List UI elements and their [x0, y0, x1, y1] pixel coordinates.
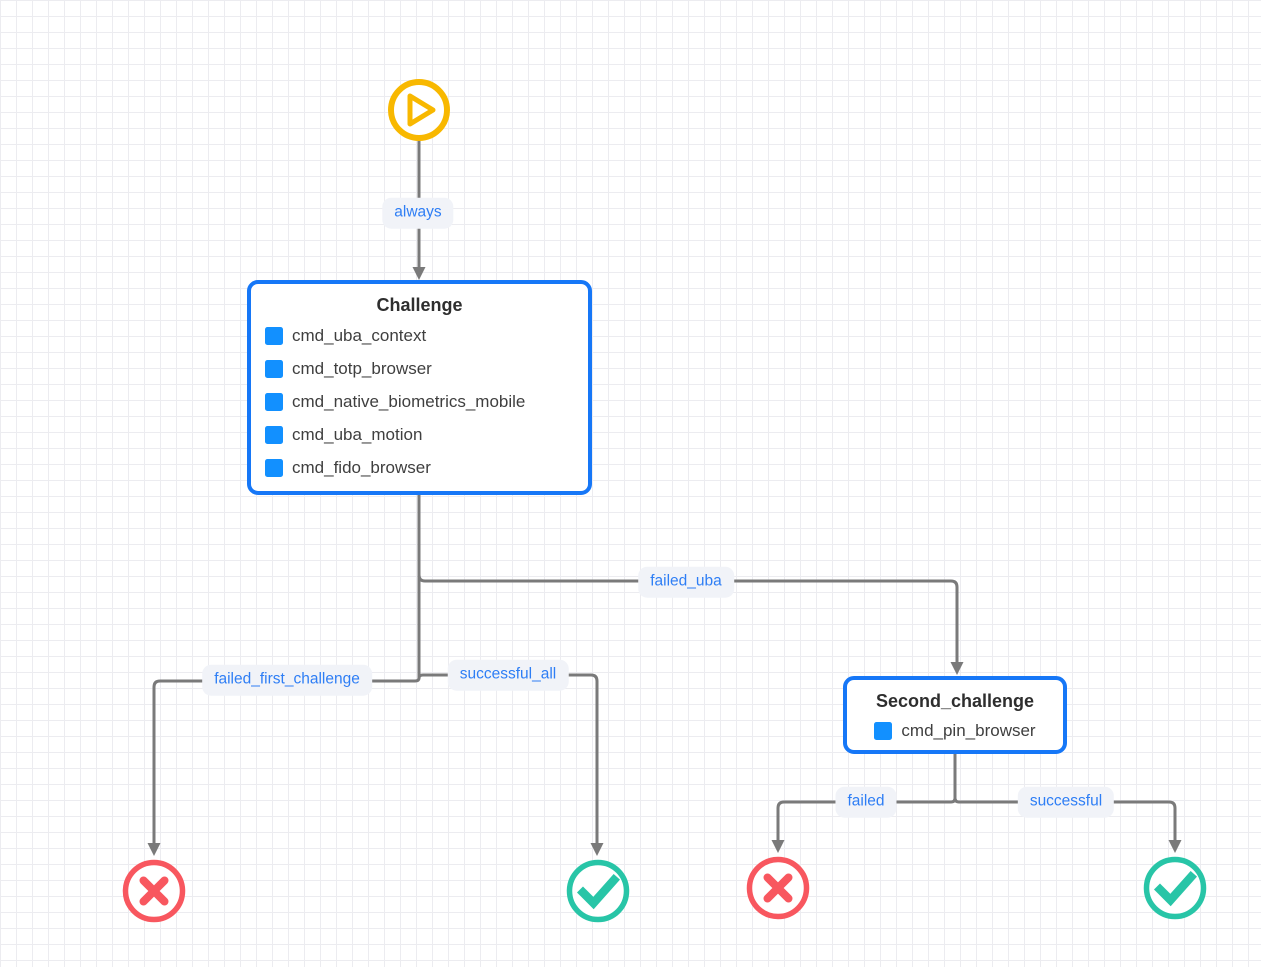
- check-mark-icon: [566, 859, 630, 923]
- arrowhead-into-challenge: [412, 267, 426, 280]
- challenge-command-list: cmd_uba_context cmd_totp_browser cmd_nat…: [251, 317, 588, 484]
- command-item[interactable]: cmd_pin_browser: [847, 715, 1063, 747]
- command-bullet-icon: [265, 392, 283, 411]
- edge-label-failed-uba[interactable]: failed_uba: [638, 566, 734, 598]
- command-label: cmd_uba_context: [292, 325, 427, 345]
- edge-label-failed-first-challenge[interactable]: failed_first_challenge: [202, 664, 372, 696]
- command-label: cmd_uba_motion: [292, 424, 423, 444]
- arrowhead-into-second-challenge: [950, 662, 964, 675]
- command-item[interactable]: cmd_totp_browser: [265, 352, 588, 385]
- challenge-node[interactable]: Challenge cmd_uba_context cmd_totp_brows…: [247, 280, 592, 495]
- second-challenge-command-list: cmd_pin_browser: [847, 713, 1063, 747]
- arrowhead-into-fail-first: [147, 843, 161, 856]
- command-label: cmd_native_biometrics_mobile: [292, 391, 526, 411]
- command-bullet-icon: [874, 722, 893, 740]
- start-node[interactable]: [383, 74, 455, 146]
- edge-label-always[interactable]: always: [382, 197, 454, 229]
- edge-second-challenge-to-success[interactable]: [953, 796, 1177, 843]
- edge-challenge-to-fail[interactable]: [152, 676, 421, 845]
- edge-challenge-to-success[interactable]: [417, 673, 599, 845]
- play-icon: [388, 79, 450, 141]
- command-item[interactable]: cmd_uba_context: [265, 319, 588, 352]
- end-node-success-first-challenge[interactable]: [562, 855, 634, 927]
- command-label: cmd_pin_browser: [901, 721, 1036, 740]
- command-bullet-icon: [265, 359, 283, 378]
- arrowhead-into-success-first: [590, 843, 604, 856]
- edge-challenge-to-second-challenge[interactable]: [417, 573, 959, 665]
- x-mark-icon: [746, 856, 810, 920]
- second-challenge-node-title: Second_challenge: [875, 691, 1035, 711]
- end-node-fail-second-challenge[interactable]: [742, 852, 814, 924]
- check-mark-icon: [1143, 856, 1207, 920]
- x-mark-icon: [122, 859, 186, 923]
- command-item[interactable]: cmd_uba_motion: [265, 418, 588, 451]
- end-node-success-second-challenge[interactable]: [1139, 852, 1211, 924]
- arrowhead-into-success-second: [1168, 840, 1182, 853]
- command-bullet-icon: [265, 425, 283, 444]
- command-label: cmd_totp_browser: [292, 358, 432, 378]
- arrowhead-into-fail-second: [771, 840, 785, 853]
- edge-label-successful[interactable]: successful: [1017, 786, 1115, 818]
- second-challenge-node[interactable]: Second_challenge cmd_pin_browser: [843, 676, 1067, 754]
- challenge-node-title: Challenge: [376, 295, 463, 315]
- command-item[interactable]: cmd_fido_browser: [265, 451, 588, 484]
- edge-label-failed[interactable]: failed: [835, 786, 897, 818]
- end-node-fail-first-challenge[interactable]: [118, 855, 190, 927]
- edge-label-successful-all[interactable]: successful_all: [447, 659, 569, 691]
- command-label: cmd_fido_browser: [292, 457, 431, 477]
- command-bullet-icon: [265, 326, 283, 345]
- command-bullet-icon: [265, 458, 283, 477]
- command-item[interactable]: cmd_native_biometrics_mobile: [265, 385, 588, 418]
